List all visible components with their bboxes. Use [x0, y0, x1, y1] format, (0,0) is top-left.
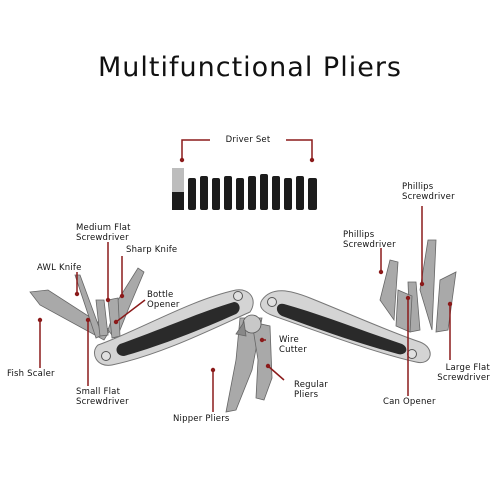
left-tools: [29, 267, 145, 341]
driver-bits: [172, 168, 317, 210]
right-handle: [260, 290, 431, 364]
leader-dots: [37, 269, 453, 373]
label-regular-pliers: Regular Pliers: [294, 380, 329, 400]
label-can-opener: Can Opener: [383, 397, 436, 407]
center-pliers: [225, 314, 273, 413]
label-wire-cutter: Wire Cutter: [279, 335, 307, 355]
label-driver-set: Driver Set: [225, 135, 271, 145]
label-sharp-knife: Sharp Knife: [126, 245, 178, 255]
driver-set-bracket: [181, 139, 313, 158]
leader-dot: [179, 157, 185, 163]
diagram-title: Multifunctional Pliers: [98, 52, 402, 83]
label-medium-flat-screwdriver: Medium Flat Screwdriver: [76, 223, 131, 243]
label-small-flat-screwdriver: Small Flat Screwdriver: [76, 387, 129, 407]
label-fish-scaler: Fish Scaler: [7, 369, 55, 379]
right-tools: [379, 239, 457, 333]
left-handle: [94, 289, 254, 366]
label-phillips-screwdriver-mid: Phillips Screwdriver: [343, 230, 396, 250]
leader-dot: [309, 157, 315, 163]
label-nipper-pliers: Nipper Pliers: [173, 414, 230, 424]
label-bottle-opener: Bottle Opener: [147, 290, 180, 310]
label-phillips-screwdriver-top: Phillips Screwdriver: [402, 182, 455, 202]
label-large-flat-screwdriver: Large Flat Screwdriver: [437, 363, 490, 383]
label-awl-knife: AWL Knife: [37, 263, 82, 273]
leader-lines: [39, 206, 451, 412]
